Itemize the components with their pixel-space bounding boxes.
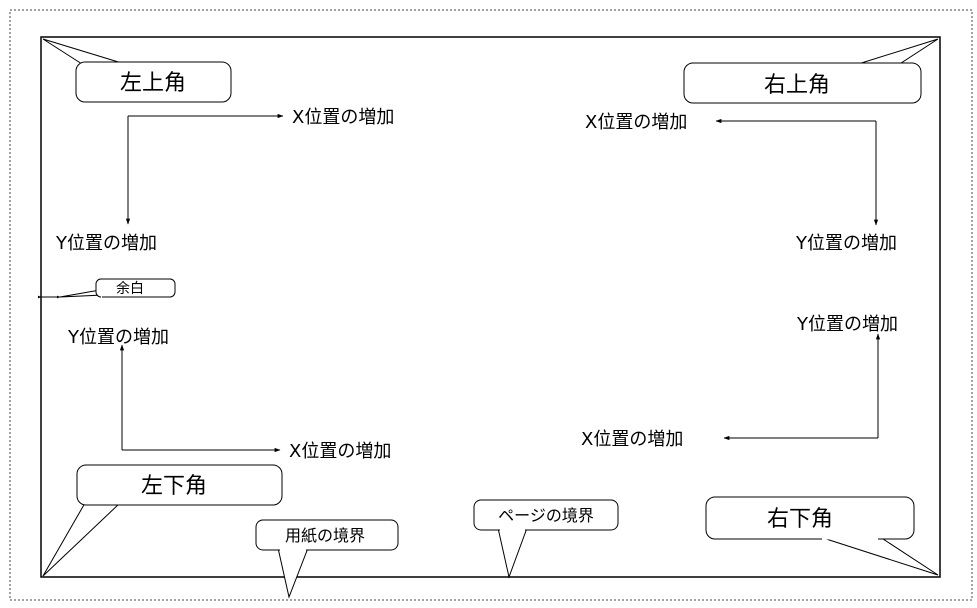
page-boundary-label: ページの境界 xyxy=(498,506,594,525)
bottom-right-x-increase-label: X位置の増加 xyxy=(581,429,683,450)
bottom-left-x-increase-label: X位置の増加 xyxy=(289,441,391,462)
bottom-left-corner-callout: 左下角 xyxy=(42,464,283,577)
top-right-corner-label: 右上角 xyxy=(764,73,830,98)
bottom-left-corner-label: 左下角 xyxy=(141,474,207,499)
bottom-right-corner-callout: 右下角 xyxy=(705,496,939,576)
margin-callout: 余白 xyxy=(37,278,176,299)
top-left-x-increase-label: X位置の増加 xyxy=(292,107,394,128)
top-left-corner-callout: 左上角 xyxy=(42,38,232,103)
page-boundary xyxy=(40,36,941,578)
paper-boundary xyxy=(9,9,973,601)
bottom-right-y-increase-label: Y位置の増加 xyxy=(796,314,898,335)
page-boundary-callout: ページの境界 xyxy=(473,499,619,579)
bottom-left-axes xyxy=(119,344,281,453)
top-right-axes xyxy=(715,118,879,226)
top-right-y-increase-label: Y位置の増加 xyxy=(795,233,897,254)
paper-boundary-callout: 用紙の境界 xyxy=(255,519,399,599)
bottom-right-axes xyxy=(723,333,881,441)
top-right-corner-callout: 右上角 xyxy=(683,38,939,104)
top-left-y-increase-label: Y位置の増加 xyxy=(55,233,157,254)
top-left-corner-label: 左上角 xyxy=(120,71,186,96)
top-right-x-increase-label: X位置の増加 xyxy=(585,112,687,133)
top-left-axes xyxy=(125,113,284,225)
margin-label: 余白 xyxy=(116,280,144,297)
bottom-left-y-increase-label: Y位置の増加 xyxy=(67,327,169,348)
paper-boundary-label: 用紙の境界 xyxy=(285,526,365,545)
bottom-right-corner-label: 右下角 xyxy=(767,507,833,532)
